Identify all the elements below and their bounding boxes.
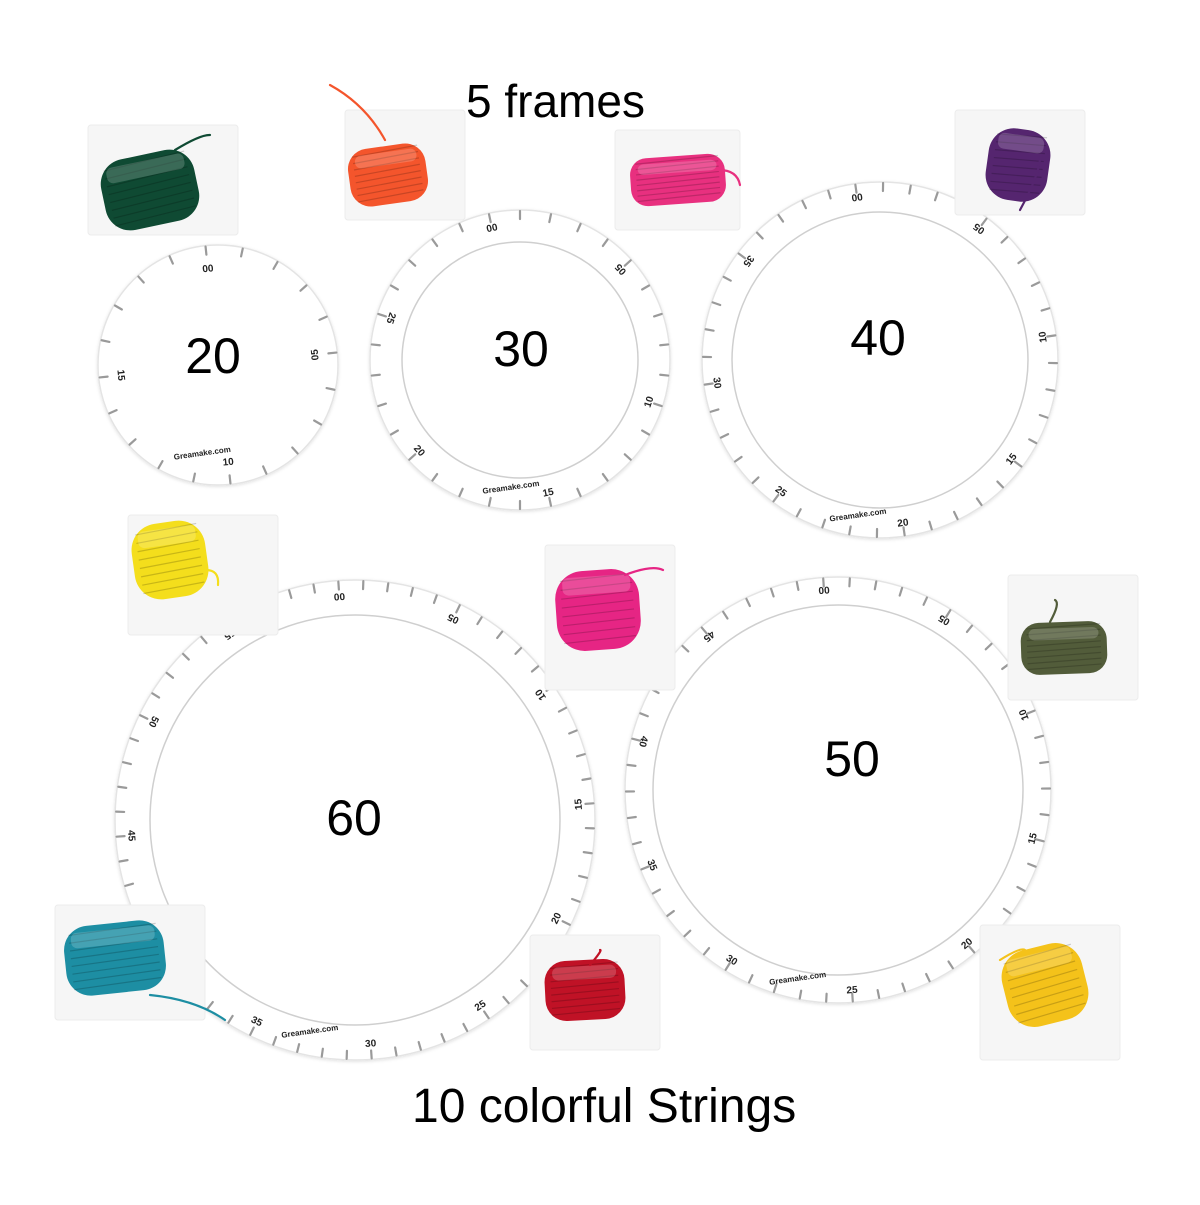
spool-body <box>1020 621 1108 676</box>
frame-slot <box>118 787 126 788</box>
frame-tick-label: 00 <box>333 590 345 602</box>
frame-tick-label: 20 <box>897 517 910 530</box>
frame-tick-label: 10 <box>1037 330 1050 343</box>
frame-slot <box>371 1050 372 1058</box>
frame-slot <box>878 990 880 998</box>
frame-tick-label: 00 <box>818 583 830 595</box>
frame-size-label: 60 <box>326 790 382 846</box>
frame-slot <box>338 582 339 590</box>
frame-tick-label: 00 <box>850 190 863 203</box>
thread-spool-olive <box>1008 575 1138 700</box>
frame-slot <box>800 991 801 999</box>
frame-slot <box>1040 762 1048 763</box>
frame-slot <box>909 186 910 194</box>
frame-slot <box>1041 814 1049 815</box>
frame-slot <box>206 247 207 255</box>
spool-body <box>629 153 727 208</box>
spool-body <box>62 918 169 998</box>
frame-slot <box>328 353 336 354</box>
spool-body <box>543 958 626 1022</box>
frame-tick-label: 05 <box>310 348 322 361</box>
caption-frames-count: 5 frames <box>466 78 645 124</box>
frame-slot <box>875 581 876 589</box>
frame-slot <box>230 475 231 483</box>
thread-spool-orange <box>330 85 465 220</box>
frame-slot <box>797 582 799 590</box>
frame-tick-label: 15 <box>114 369 126 382</box>
frame-tick-label: 30 <box>365 1038 377 1050</box>
frame-slot <box>627 765 635 766</box>
frame-tick-label: 25 <box>846 985 858 997</box>
frame-tick-label: 10 <box>222 457 235 469</box>
frame-size-label: 30 <box>493 321 549 377</box>
thread-spool-hot-pink <box>545 545 675 690</box>
frame-slot <box>387 583 388 591</box>
frame-slot <box>117 836 125 837</box>
frame-tick-label: 45 <box>125 830 137 842</box>
frame-tick-label: 30 <box>710 377 723 390</box>
frame-size-label: 20 <box>185 328 241 384</box>
thread-spool-red <box>530 935 660 1050</box>
caption-strings-count: 10 colorful Strings <box>412 1083 796 1131</box>
frame-tick-label: 15 <box>573 798 585 810</box>
thread-spool-golden <box>980 925 1120 1060</box>
frame-slot <box>660 344 668 345</box>
frame-slot <box>582 778 590 779</box>
frame-slot <box>584 852 592 853</box>
frame-slot <box>1046 389 1054 390</box>
frame-size-label: 40 <box>850 310 906 366</box>
thread-spool-purple <box>955 110 1085 215</box>
frame-slot <box>628 817 636 818</box>
frame-slot <box>372 375 380 376</box>
frame-slot <box>660 375 668 376</box>
thread-spool-dark-green <box>88 125 238 235</box>
frame-slot <box>585 803 593 804</box>
frame-center-hole <box>653 605 1023 975</box>
frame-slot <box>313 585 314 593</box>
frame-slot <box>120 860 128 861</box>
frame-size-label: 50 <box>824 731 880 787</box>
frame-tick-label: 00 <box>201 261 214 273</box>
frame-slot <box>322 1049 323 1057</box>
frame-slot <box>100 377 108 378</box>
frame-slot <box>706 329 714 330</box>
spool-body <box>553 567 642 653</box>
frame-slot <box>849 526 850 534</box>
frame-slot <box>395 1047 396 1055</box>
frame-slot <box>372 344 380 345</box>
thread-spool-yellow <box>128 515 278 635</box>
thread-spool-teal <box>55 905 225 1020</box>
thread-spool-pink <box>615 130 740 230</box>
